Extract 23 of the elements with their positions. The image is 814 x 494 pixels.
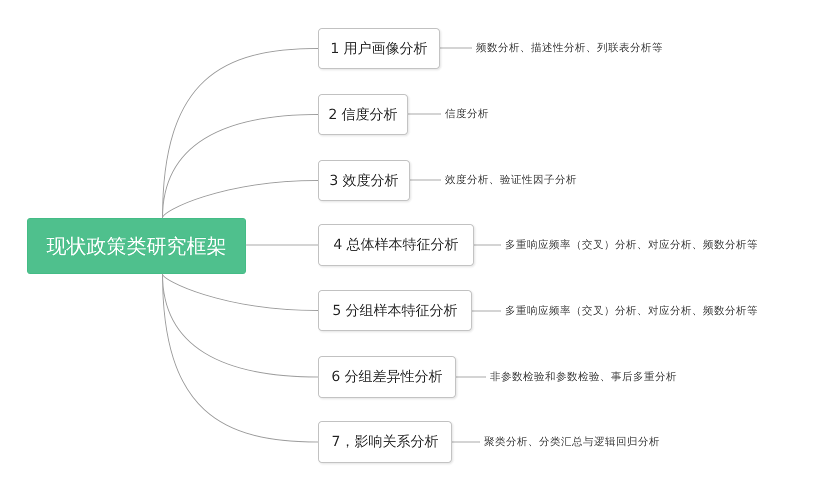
topic-box: 5 分组样本特征分析: [318, 290, 472, 331]
subtopic-text: 多重响应频率（交叉）分析、对应分析、频数分析等: [501, 235, 791, 255]
connector-line: [162, 274, 318, 442]
topic-box: 1 用户画像分析: [318, 28, 440, 69]
subtopic-text: 频数分析、描述性分析、列联表分析等: [472, 38, 702, 58]
connector-line: [162, 180, 318, 218]
connector-line: [474, 244, 502, 246]
topic-box: 6 分组差异性分析: [318, 356, 456, 398]
subtopic-text: 非参数检验和参数检验、事后多重分析: [486, 367, 706, 387]
subtopic-text: 效度分析、验证性因子分析: [441, 170, 611, 190]
connector-line: [162, 114, 318, 218]
connector-line: [246, 244, 318, 246]
topic-box: 2 信度分析: [318, 94, 408, 135]
subtopic-text: 多重响应频率（交叉）分析、对应分析、频数分析等: [501, 301, 791, 321]
connector-line: [162, 274, 318, 311]
subtopic-text: 聚类分析、分类汇总与逻辑回归分析: [480, 432, 700, 452]
topic-box: 4 总体样本特征分析: [318, 224, 474, 266]
topic-box: 7，影响关系分析: [318, 421, 452, 463]
topic-box: 3 效度分析: [318, 160, 410, 201]
connector-line: [456, 376, 486, 378]
root-topic-box: 现状政策类研究框架: [27, 218, 246, 274]
connector-line: [472, 310, 502, 312]
subtopic-text: 信度分析: [441, 104, 521, 124]
